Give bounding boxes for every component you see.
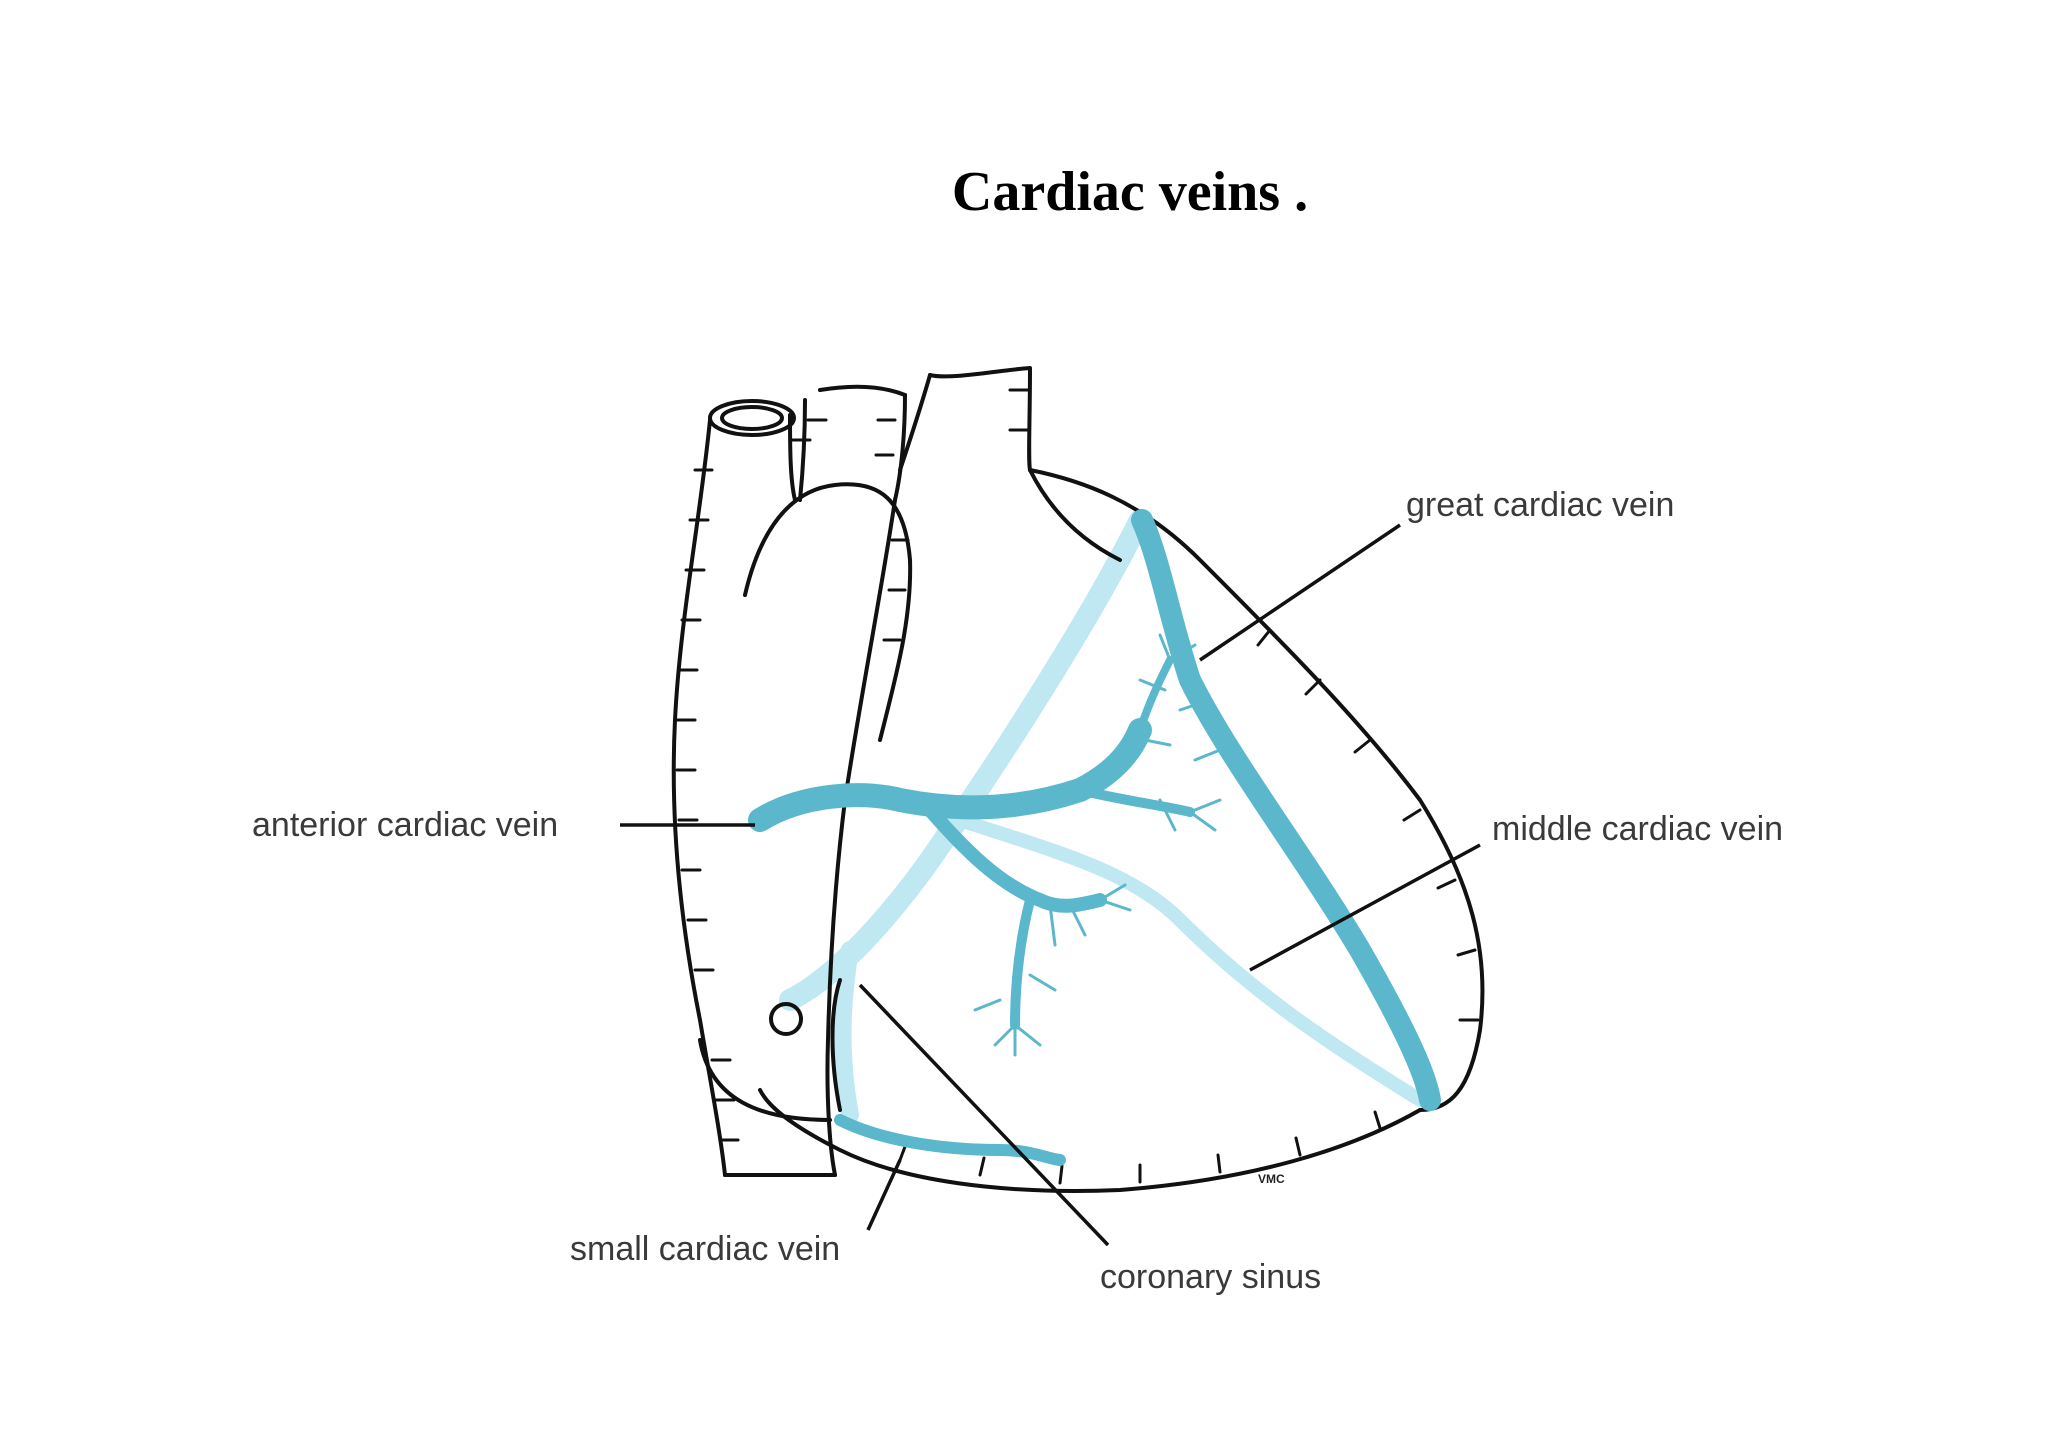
leader-lines: [620, 523, 1481, 1247]
anterior-branch-1: [1075, 785, 1195, 817]
light-vein-middle: [953, 813, 1427, 1107]
leader-coronary-sinus: [858, 983, 1110, 1247]
light-vein-atrial: [833, 941, 859, 1124]
label-coronary-sinus: coronary sinus: [1100, 1258, 1322, 1296]
anterior-branch-3: [1010, 895, 1035, 1030]
light-veins: [779, 509, 1427, 1124]
page-title: Cardiac veins .: [951, 161, 1309, 223]
leader-middle-cardiac-vein: [1249, 843, 1481, 972]
small-cardiac-vein-path: [834, 1114, 1066, 1166]
vein-tributaries: [973, 633, 1222, 1057]
label-anterior-cardiac-vein: anterior cardiac vein: [252, 806, 559, 844]
great-cardiac-vein-path: [1131, 509, 1441, 1111]
label-middle-cardiac-vein: middle cardiac vein: [1492, 810, 1784, 848]
dark-veins: [748, 509, 1441, 1166]
anterior-branch-2: [923, 803, 1107, 913]
label-small-cardiac-vein: small cardiac vein: [570, 1230, 841, 1268]
label-great-cardiac-vein: great cardiac vein: [1406, 486, 1675, 524]
anterior-cardiac-vein-path: [748, 718, 1152, 832]
leader-great-cardiac-vein: [1199, 523, 1401, 662]
hatch-marks: [675, 388, 1480, 1185]
light-vein-oblique: [779, 509, 1151, 1011]
artist-signature: VMC: [1258, 1172, 1285, 1186]
leader-small-cardiac-vein: [866, 1159, 902, 1231]
anterior-branch-4: [1136, 656, 1174, 734]
